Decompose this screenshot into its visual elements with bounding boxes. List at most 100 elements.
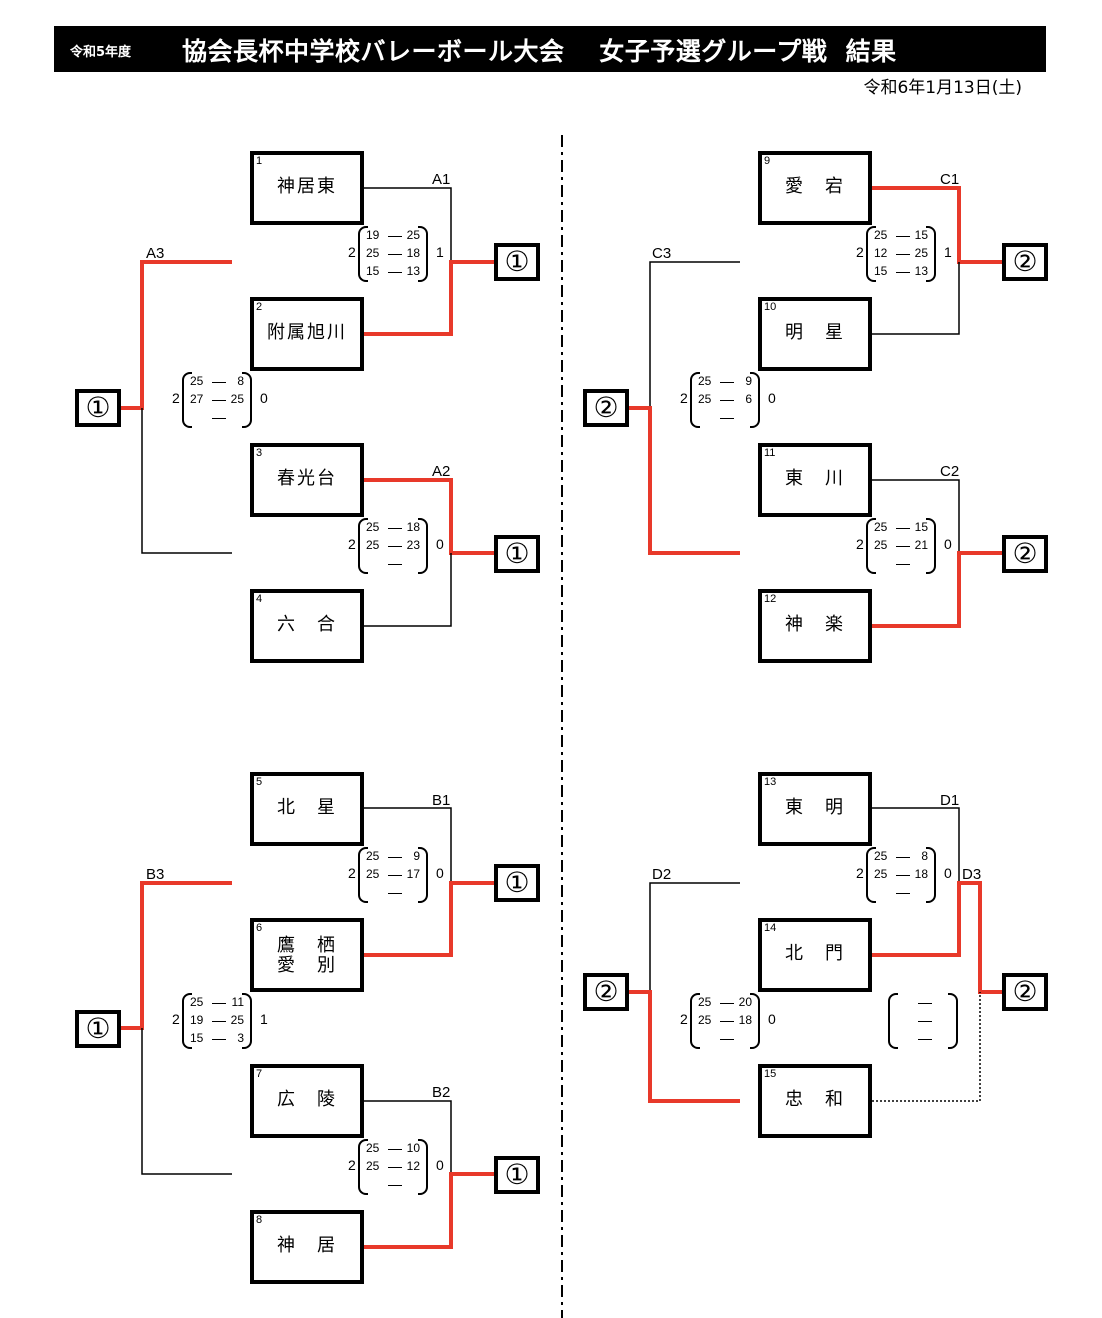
score-b: 10: [406, 1141, 420, 1155]
score-dash: [896, 857, 910, 858]
score-a: 25: [366, 538, 380, 552]
set-score-row: [366, 1177, 422, 1195]
paren-right: [418, 847, 428, 903]
score-a: 25: [366, 520, 380, 534]
score-a: 25: [874, 849, 888, 863]
team-seed: 2: [256, 301, 263, 313]
team-seed: 14: [764, 922, 777, 934]
set-score-row: [190, 410, 246, 428]
bracket-line-dotted: [872, 992, 981, 1102]
team-name: 神居東: [277, 176, 337, 197]
team-name: 広 陵: [277, 1089, 337, 1110]
result-box: ②: [1002, 535, 1048, 573]
result-box: ①: [75, 1010, 121, 1048]
paren-left: [358, 847, 368, 903]
winner-line: [628, 990, 740, 1103]
set-score-row: [698, 1031, 754, 1049]
score-b: 20: [738, 995, 752, 1009]
team-name: 東 川: [785, 468, 845, 489]
bracket-line: [364, 553, 452, 627]
winner-line: [872, 186, 1002, 264]
score-a: 15: [366, 264, 380, 278]
team-seed: 3: [256, 447, 263, 459]
sets-lost: 0: [436, 865, 444, 881]
match-label: A2: [432, 463, 451, 480]
score-a: 15: [874, 264, 888, 278]
team-seed: 12: [764, 593, 777, 605]
team-name: 北 星: [277, 797, 337, 818]
score-dash: [720, 400, 734, 401]
winner-line: [628, 406, 740, 555]
score-dash: [212, 400, 226, 401]
paren-right: [926, 518, 936, 574]
team-seed: 9: [764, 155, 771, 167]
winner-line: [364, 478, 494, 555]
score-b: 13: [914, 264, 928, 278]
score-dash: [388, 857, 402, 858]
score-b: 18: [738, 1013, 752, 1027]
bracket-line: [872, 807, 960, 883]
score-a: 25: [190, 995, 204, 1009]
season-label: 令和5年度: [70, 45, 132, 60]
score-b: 18: [406, 520, 420, 534]
paren-right: [750, 372, 760, 428]
sets-won: 2: [856, 536, 864, 552]
paren-right: [948, 993, 958, 1049]
match-label: A3: [146, 245, 165, 262]
score-b: 13: [406, 264, 420, 278]
score-b: 9: [413, 849, 420, 863]
result-box: ②: [583, 973, 629, 1011]
match-label: D2: [652, 866, 672, 883]
score-dash: [388, 546, 402, 547]
sets-lost: 0: [944, 536, 952, 552]
score-dash: [720, 1021, 734, 1022]
score-b: 9: [745, 374, 752, 388]
winner-line: [120, 260, 232, 410]
score-a: 25: [366, 849, 380, 863]
score-a: 12: [874, 246, 888, 260]
set-score-row: [698, 410, 754, 428]
team-name: 愛 宕: [785, 176, 845, 197]
set-score-row: [366, 556, 422, 574]
score-dash: [388, 528, 402, 529]
score-dash: [918, 1021, 932, 1022]
match-label: C3: [652, 245, 672, 262]
score-a: 25: [698, 995, 712, 1009]
score-b: 8: [921, 849, 928, 863]
paren-left: [866, 518, 876, 574]
match-label: B1: [432, 792, 451, 809]
score-a: 25: [698, 392, 712, 406]
sets-lost: 1: [260, 1011, 268, 1027]
title-bar: 令和5年度 協会長杯中学校バレーボール大会 女子予選グループ戦 結果: [54, 26, 1046, 72]
score-b: 3: [237, 1031, 244, 1045]
bracket-line: [872, 262, 960, 335]
team-seed: 6: [256, 922, 263, 934]
score-dash: [388, 564, 402, 565]
score-b: 8: [237, 374, 244, 388]
score-b: 6: [745, 392, 752, 406]
team-seed: 5: [256, 776, 263, 788]
team-name: 東 明: [785, 797, 845, 818]
paren-left: [690, 993, 700, 1049]
score-a: 19: [366, 228, 380, 242]
score-b: 21: [914, 538, 928, 552]
paren-right: [242, 993, 252, 1049]
